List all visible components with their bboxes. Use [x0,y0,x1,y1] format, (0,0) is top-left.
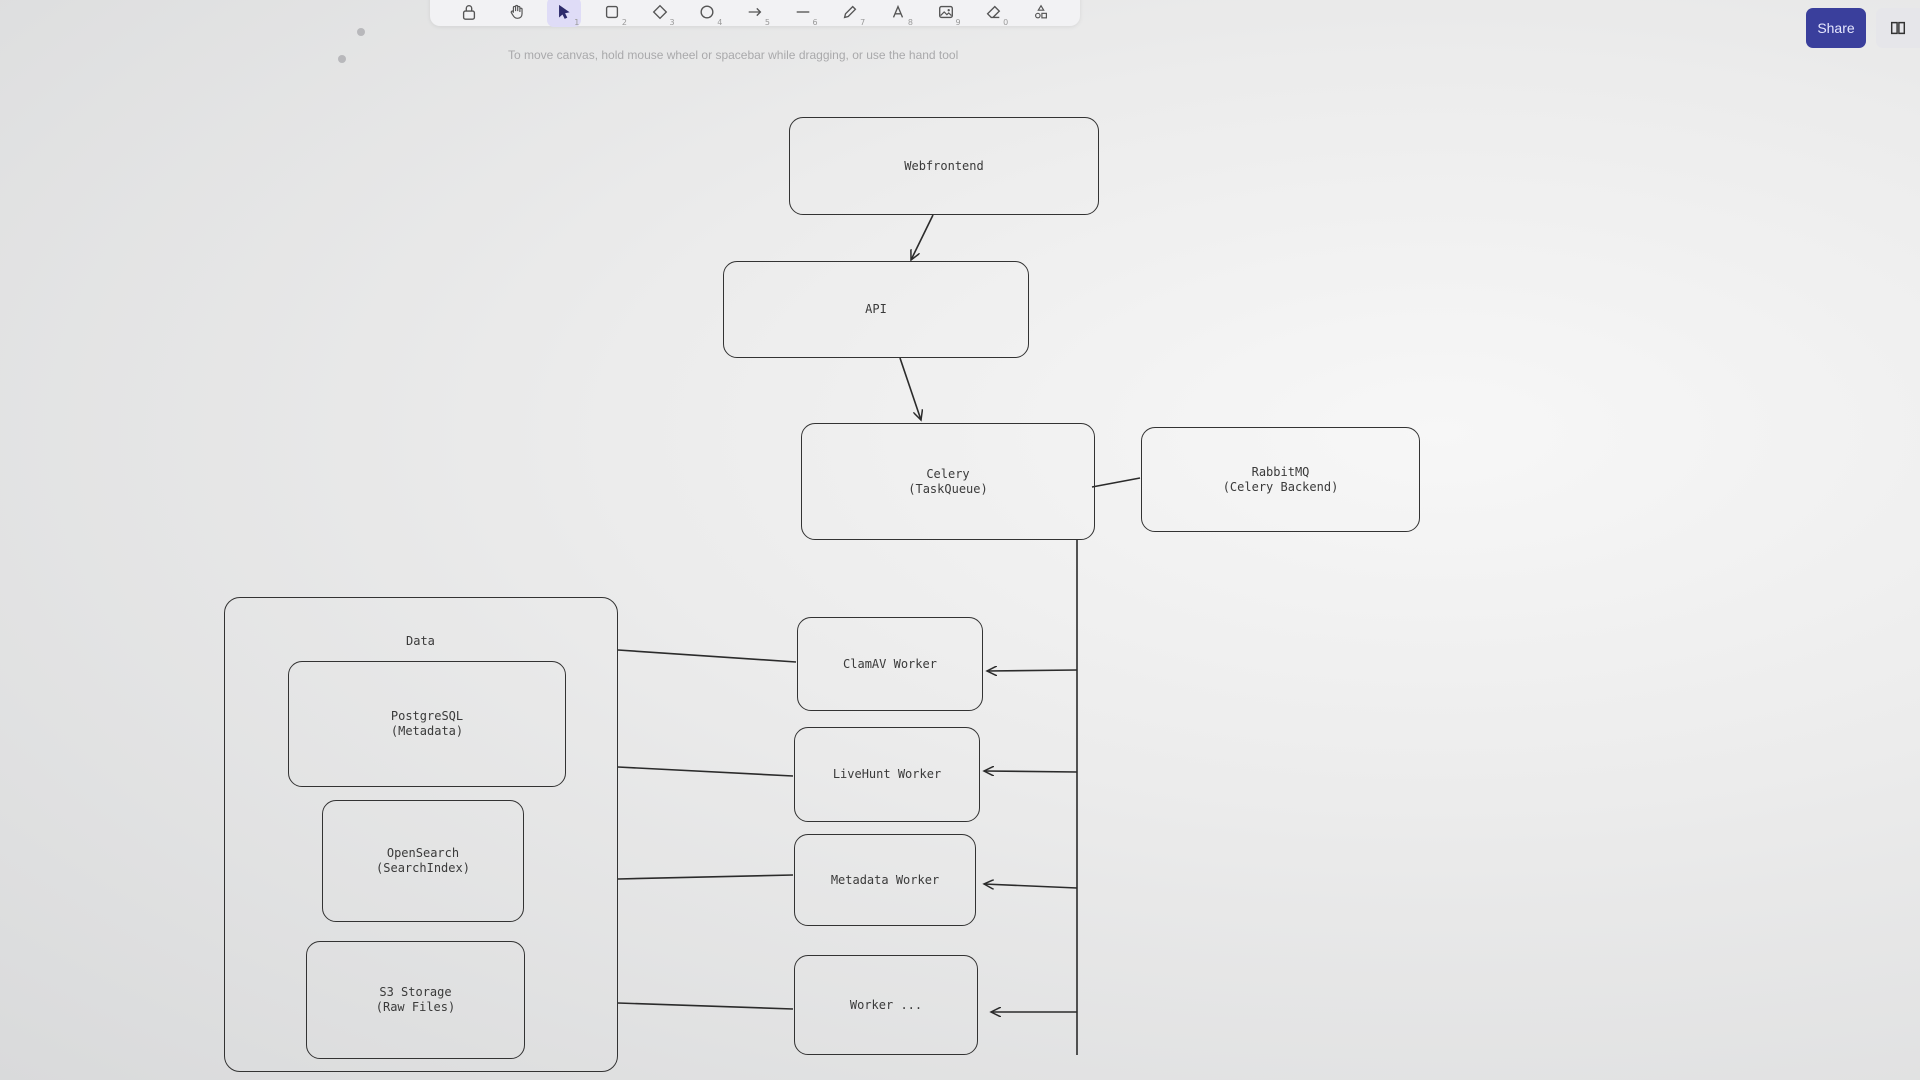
draw-tool[interactable]: 7 [833,0,867,27]
generic-worker-box[interactable]: Worker ... [794,955,978,1055]
line-metadata-data [617,874,794,880]
main-toolbar: 1 2 3 4 5 6 7 8 [430,0,1080,27]
tool-shortcut: 9 [955,18,961,27]
arrow-webfrontend-api [911,214,934,260]
livehunt-worker-box[interactable]: LiveHunt Worker [794,727,980,822]
ellipse-icon [700,5,714,19]
canvas-speck [338,55,346,63]
ellipse-tool[interactable]: 4 [690,0,724,27]
diamond-tool[interactable]: 3 [643,0,677,27]
line-tool[interactable]: 6 [786,0,820,27]
arrow-tool[interactable]: 5 [738,0,772,27]
eraser-icon [986,5,1001,19]
tool-shortcut: 4 [717,18,723,27]
postgres-box[interactable]: PostgreSQL (Metadata) [288,661,566,787]
image-tool[interactable]: 9 [929,0,963,27]
line-clamav-data [617,649,797,663]
s3-storage-box[interactable]: S3 Storage (Raw Files) [306,941,525,1059]
cursor-icon [559,4,570,19]
tool-shortcut: 0 [1003,18,1009,27]
pencil-icon [843,5,857,19]
tool-shortcut: 2 [621,18,627,27]
line-livehunt-data [617,766,794,777]
diamond-icon [652,4,667,20]
selection-tool[interactable]: 1 [547,0,582,27]
eraser-tool[interactable]: 0 [976,0,1010,27]
tool-shortcut: 5 [764,18,770,27]
arrow-bus-livehunt [984,771,1078,772]
arrow-api-celery [899,357,921,420]
line-celery-rabbitmq [1091,477,1141,488]
line-generic-data [617,1002,794,1010]
hand-tool[interactable] [500,0,534,27]
book-icon [1890,21,1906,35]
arrow-bus-metadata [984,884,1078,888]
tool-shortcut: 7 [860,18,866,27]
data-container-title: Data [406,634,435,648]
line-icon [796,11,809,13]
shapes-icon [1034,4,1047,19]
clamav-worker-box[interactable]: ClamAV Worker [797,617,983,711]
webfrontend-box[interactable]: Webfrontend [789,117,1099,215]
extra-tools[interactable] [1024,0,1058,27]
text-icon [892,4,904,18]
api-box[interactable]: API [723,261,1029,358]
tool-shortcut: 3 [669,18,675,27]
canvas-speck [357,28,365,36]
image-icon [938,5,953,19]
data-container[interactable] [224,597,618,1072]
celery-box[interactable]: Celery (TaskQueue) [801,423,1095,540]
rabbitmq-box[interactable]: RabbitMQ (Celery Backend) [1141,427,1420,532]
hand-icon [510,4,523,19]
arrow-bus-clamav [987,670,1078,671]
tool-shortcut: 1 [574,18,580,27]
canvas-hint: To move canvas, hold mouse wheel or spac… [508,48,959,62]
share-button[interactable]: Share [1806,8,1866,48]
lock-icon [462,5,476,20]
rectangle-icon [605,5,619,19]
metadata-worker-box[interactable]: Metadata Worker [794,834,976,926]
text-tool[interactable]: 8 [881,0,915,27]
lock-tool[interactable] [452,0,486,27]
tool-shortcut: 8 [907,18,913,27]
rectangle-tool[interactable]: 2 [595,0,629,27]
tool-shortcut: 6 [812,18,818,27]
arrow-icon [748,7,762,17]
library-button[interactable] [1876,8,1920,48]
opensearch-box[interactable]: OpenSearch (SearchIndex) [322,800,524,922]
